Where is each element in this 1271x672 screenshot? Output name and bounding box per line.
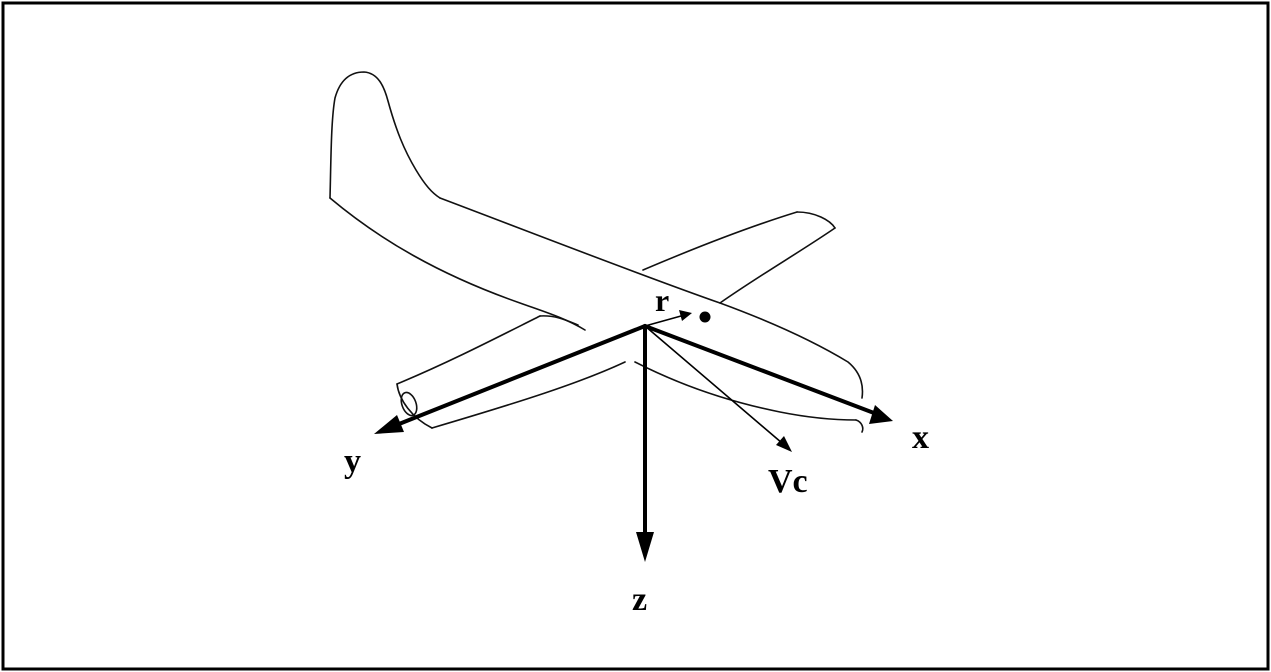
y-axis-arrowhead <box>374 415 404 434</box>
left-wing-engine-nacelle <box>400 391 418 417</box>
z-axis-label: z <box>632 581 647 618</box>
vc-vector-line <box>644 325 783 444</box>
left-wing-trailing-edge <box>431 361 626 429</box>
y-axis-label: y <box>344 443 361 480</box>
z-axis-arrowhead <box>636 532 654 562</box>
x-axis-line <box>643 324 876 415</box>
r-vector-line <box>644 315 682 327</box>
fuselage-nose <box>855 419 864 433</box>
velocity-label: Vc <box>768 463 808 500</box>
body-axes <box>374 310 893 562</box>
r-vector-arrowhead <box>679 310 692 321</box>
right-wing-leading-edge <box>642 211 798 271</box>
x-axis-arrowhead <box>869 405 893 424</box>
x-axis-label: x <box>912 419 929 456</box>
aircraft-illustration <box>329 71 864 433</box>
fuselage-bottom-line <box>329 197 586 331</box>
fuselage-top-line <box>439 197 864 399</box>
y-axis-line <box>392 324 647 428</box>
left-wing-leading-edge <box>396 315 541 385</box>
left-wing-inboard-edge <box>539 315 579 326</box>
position-vector-label: r <box>655 282 669 318</box>
vc-vector-arrowhead <box>776 436 792 452</box>
right-wing-trailing-edge <box>719 227 836 304</box>
point-marker <box>699 311 711 323</box>
right-wing-tip <box>796 211 836 229</box>
vertical-tail <box>329 71 441 199</box>
fuselage-belly-line <box>634 361 857 421</box>
left-wing-tip-edge <box>396 383 433 429</box>
